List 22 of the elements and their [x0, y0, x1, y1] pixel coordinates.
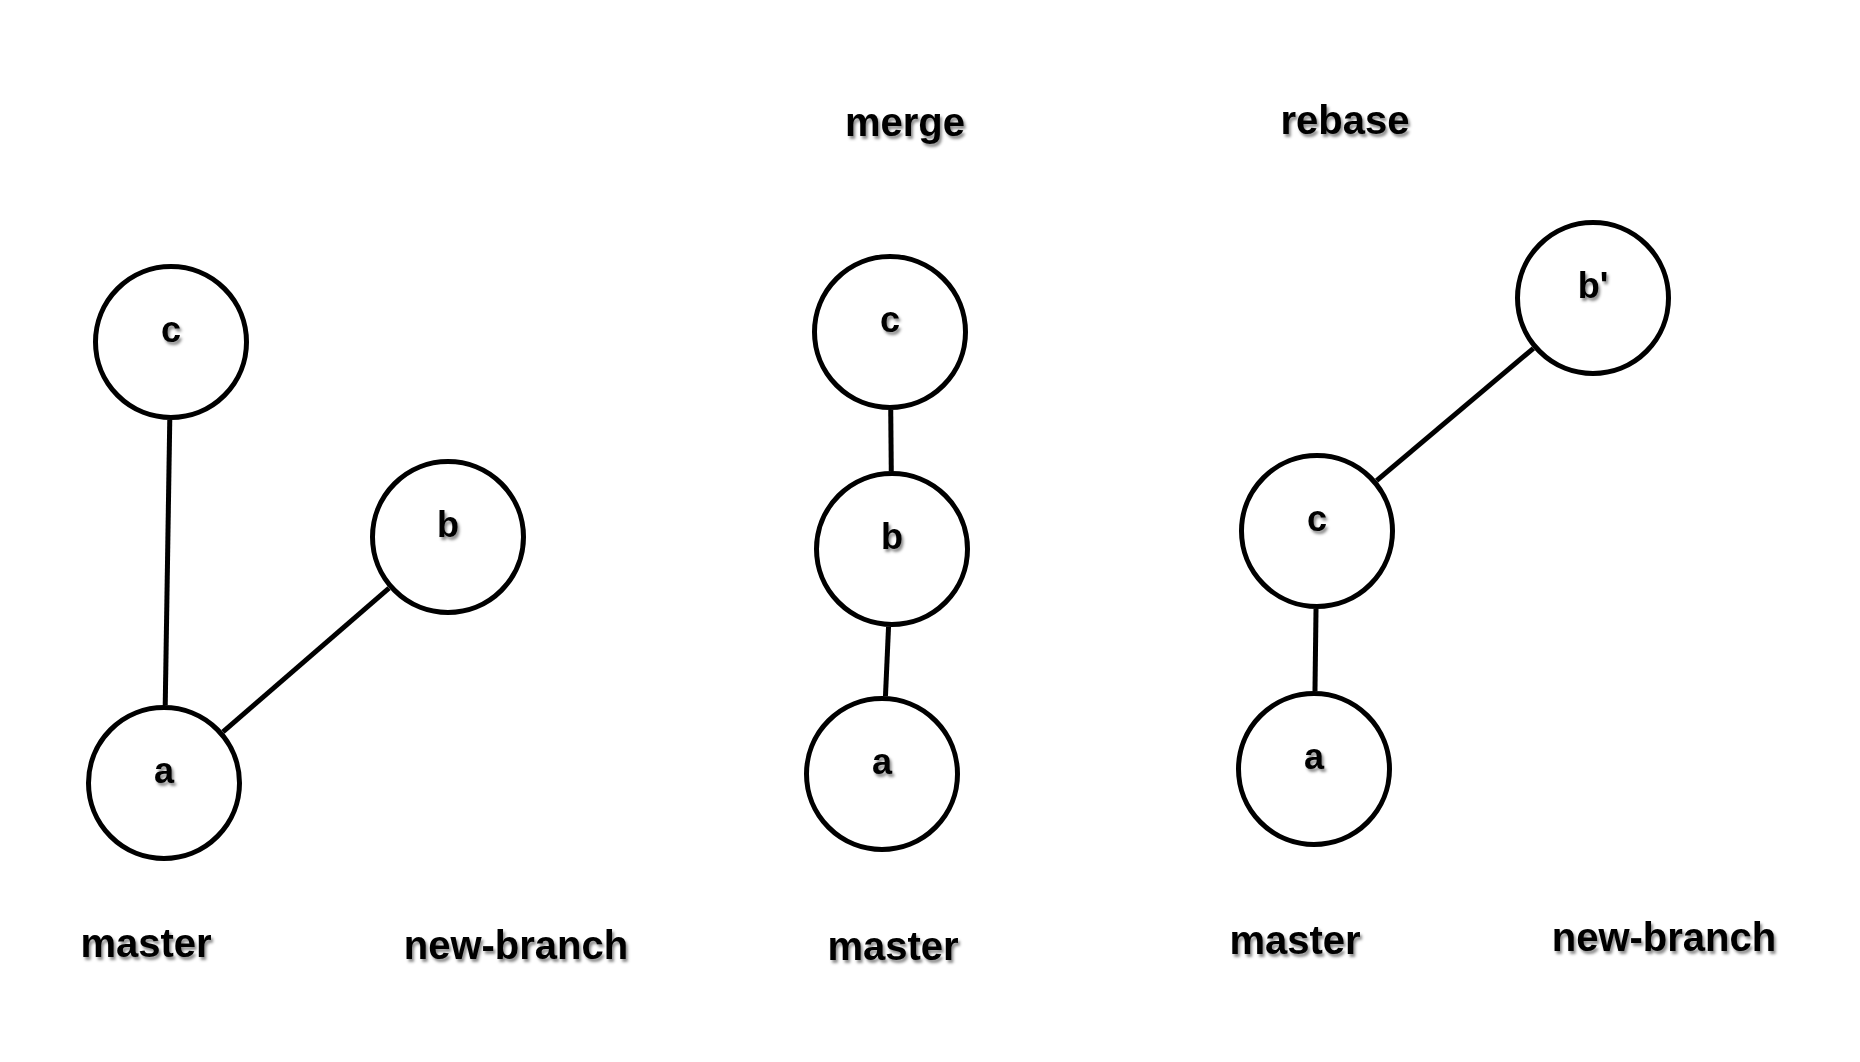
connector-line: [1312, 608, 1319, 692]
commit-label: a: [154, 749, 174, 793]
branch-label: master: [80, 920, 212, 967]
branch-label: master: [1229, 917, 1361, 964]
connector-line: [882, 626, 892, 697]
commit-label: b: [881, 515, 903, 559]
branch-label: rebase: [1280, 97, 1410, 144]
branch-label: merge: [844, 99, 966, 146]
connector-line: [221, 586, 391, 734]
commit-label: b: [437, 503, 459, 547]
branch-label: master: [827, 923, 959, 970]
branch-label: new-branch: [403, 922, 629, 969]
branch-label: new-branch: [1551, 914, 1777, 961]
commit-label: c: [161, 308, 181, 352]
commit-label: c: [1307, 497, 1327, 541]
connector-line: [888, 409, 894, 472]
commit-label: a: [872, 740, 892, 784]
commit-label: a: [1304, 735, 1324, 779]
commit-label: c: [880, 298, 900, 342]
connector-line: [162, 419, 173, 706]
commit-label: b': [1577, 264, 1609, 308]
connector-line: [1375, 346, 1535, 483]
